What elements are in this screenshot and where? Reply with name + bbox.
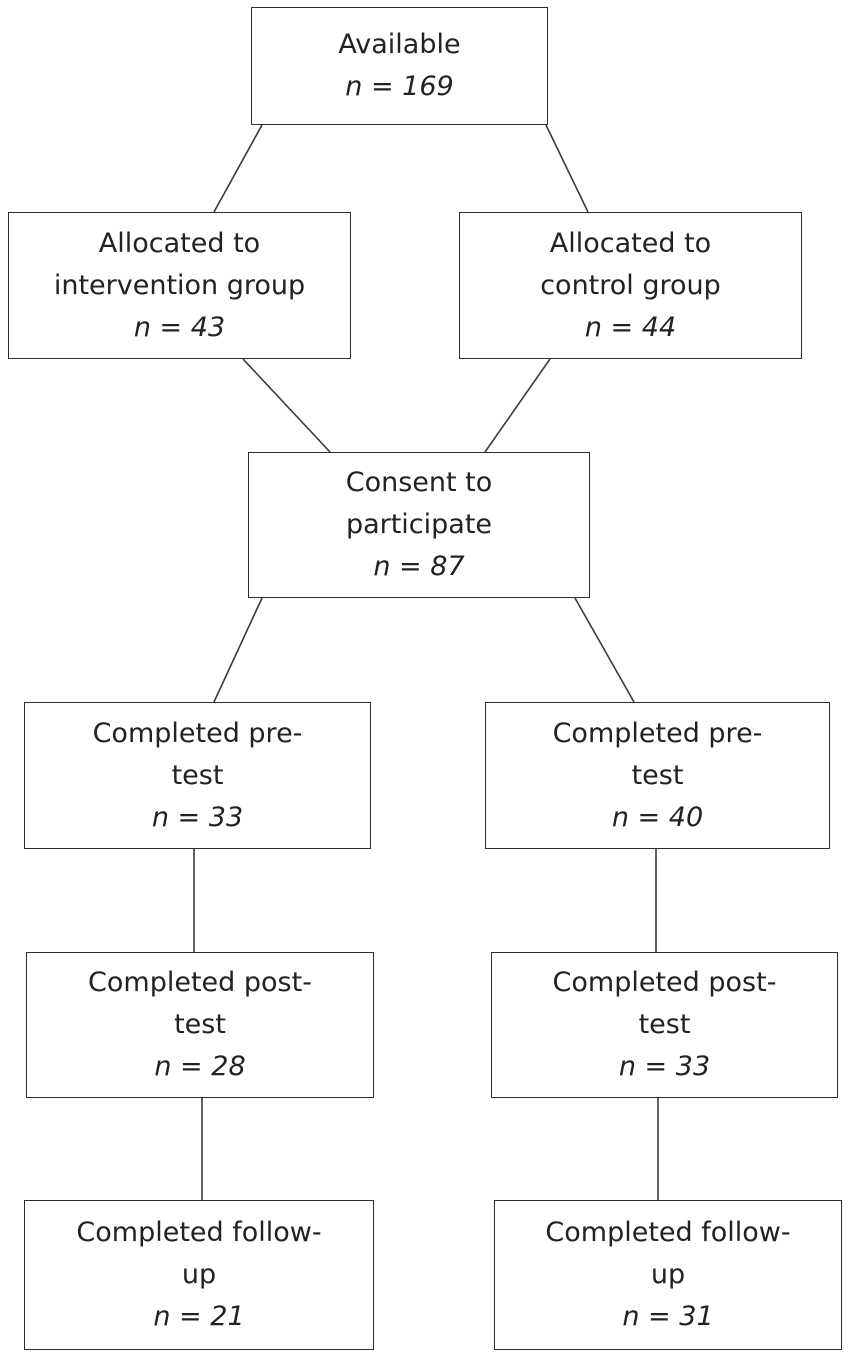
post-test-control-label-line-2: test xyxy=(638,1009,691,1040)
connector-available-to-intervention xyxy=(213,124,263,213)
connector-control-to-consent xyxy=(484,358,551,453)
pre-test-intervention-box: Completed pre- test n = 33 xyxy=(24,702,371,849)
connector-consent-to-pre-left xyxy=(213,597,263,703)
follow-up-intervention-box: Completed follow- up n = 21 xyxy=(24,1200,374,1350)
control-group-box: Allocated to control group n = 44 xyxy=(459,212,802,359)
follow-up-control-box: Completed follow- up n = 31 xyxy=(494,1200,842,1350)
pre-test-control-label-line-1: Completed pre- xyxy=(552,717,763,749)
available-count: n = 169 xyxy=(345,71,454,102)
post-test-intervention-box: Completed post- test n = 28 xyxy=(26,952,374,1098)
post-test-control-box: Completed post- test n = 33 xyxy=(491,952,838,1098)
pre-test-intervention-label-line-1: Completed pre- xyxy=(92,717,303,749)
post-test-control-count: n = 33 xyxy=(618,1051,711,1082)
control-label-line-2: control group xyxy=(540,269,721,301)
pre-test-control-box: Completed pre- test n = 40 xyxy=(485,702,830,849)
consent-count: n = 87 xyxy=(373,551,465,582)
follow-up-control-label-line-2: up xyxy=(650,1259,686,1290)
available-box: Available n = 169 xyxy=(251,7,548,125)
intervention-label-line-2: intervention group xyxy=(53,269,306,301)
consent-box: Consent to participate n = 87 xyxy=(248,452,590,598)
connector-available-to-control xyxy=(545,124,589,213)
follow-up-intervention-count: n = 21 xyxy=(153,1301,245,1332)
pre-test-control-label-line-2: test xyxy=(631,759,684,791)
pre-test-intervention-count: n = 33 xyxy=(151,801,244,833)
intervention-group-box: Allocated to intervention group n = 43 xyxy=(8,212,351,359)
post-test-control-label-line-1: Completed post- xyxy=(552,967,777,998)
control-count: n = 44 xyxy=(584,311,677,343)
post-test-intervention-label-line-1: Completed post- xyxy=(88,967,312,998)
available-label: Available xyxy=(338,29,461,60)
follow-up-intervention-label-line-2: up xyxy=(181,1259,217,1290)
intervention-count: n = 43 xyxy=(133,311,226,343)
connector-intervention-to-consent xyxy=(242,358,331,453)
connector-consent-to-pre-right xyxy=(574,597,635,703)
follow-up-control-label-line-1: Completed follow- xyxy=(545,1217,791,1248)
pre-test-control-count: n = 40 xyxy=(611,801,704,833)
intervention-label-line-1: Allocated to xyxy=(98,227,261,259)
pre-test-intervention-label-line-2: test xyxy=(171,759,224,791)
consent-label-line-2: participate xyxy=(345,509,493,540)
follow-up-control-count: n = 31 xyxy=(622,1301,714,1332)
post-test-intervention-count: n = 28 xyxy=(154,1051,246,1082)
consent-label-line-1: Consent to xyxy=(345,467,493,498)
post-test-intervention-label-line-2: test xyxy=(174,1009,226,1040)
follow-up-intervention-label-line-1: Completed follow- xyxy=(76,1217,322,1248)
control-label-line-1: Allocated to xyxy=(549,227,712,259)
